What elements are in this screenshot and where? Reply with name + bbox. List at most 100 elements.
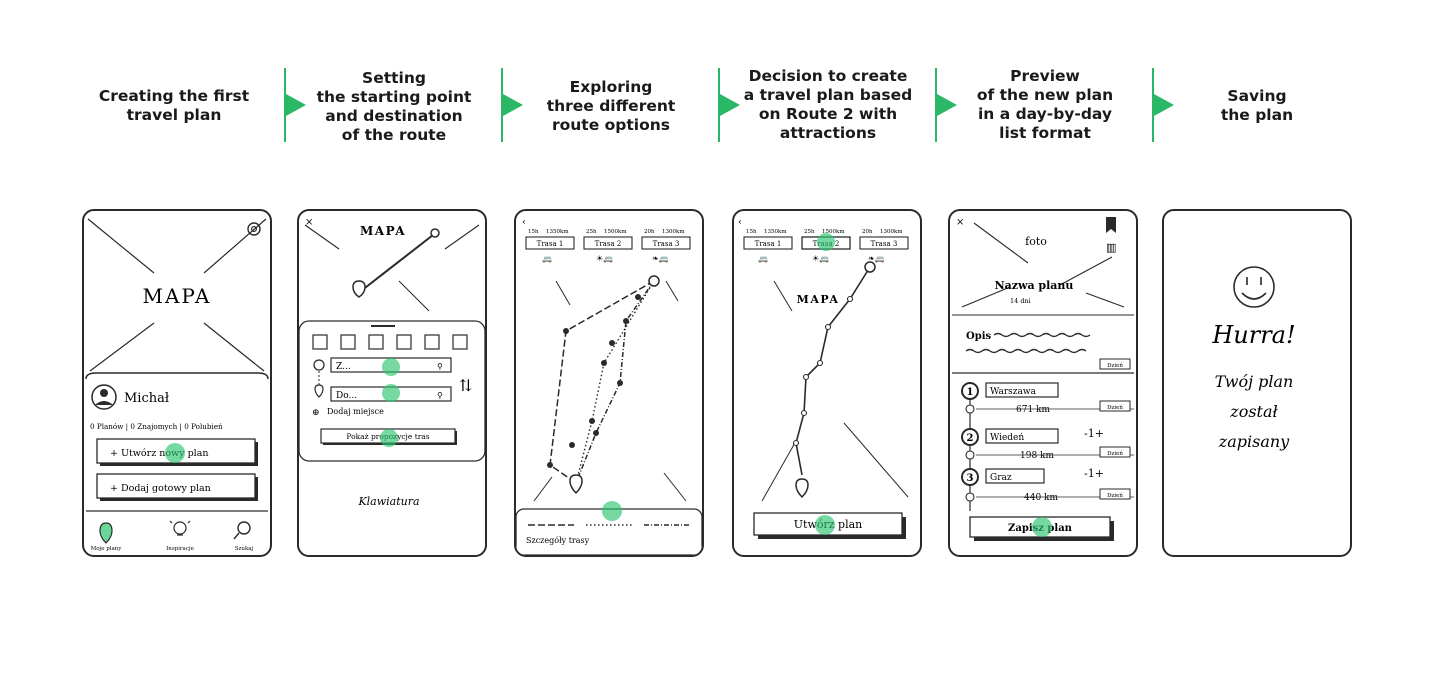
day-tag[interactable] [1099,446,1131,458]
wireframe-route-options-drawing: ‹ 15h 1350km Trasa 1 25h 1500km Trasa 2 … [516,217,702,555]
day-tag[interactable] [1099,400,1131,412]
nav-search[interactable]: Szukaj [233,521,254,552]
route-tab-3[interactable]: 20h 1300km Trasa 3 [859,229,909,250]
route-3-time: 20h [644,229,655,235]
save-plan-button[interactable]: Zapisz plan [969,516,1114,541]
create-plan-button[interactable]: Utwórz plan [753,512,906,539]
panel-border [85,372,269,380]
map-cross-line [773,280,793,312]
sun-car-icon: ☀🚐 [596,254,613,263]
route-tab-2[interactable]: 25h 1500km Trasa 2 [801,229,851,251]
map-cross-line [203,218,267,274]
route-1-line [549,280,655,484]
stop-2-day-stepper[interactable]: -1+ [1084,427,1104,440]
hotel-icon[interactable] [340,334,356,350]
stop-2-number: 2 [967,433,974,444]
map-cross-line [304,224,340,250]
show-routes-button[interactable]: Pokaż propozycje tras [320,428,457,447]
start-point-icon [313,359,325,371]
segment-marker [965,492,975,502]
camp-icon[interactable] [368,334,384,350]
map-cross-line [761,440,797,502]
cafe-icon[interactable] [452,334,468,350]
route-1-time: 15h [746,229,757,235]
close-icon[interactable]: × [305,217,313,228]
car-icon[interactable] [396,334,412,350]
day-tag[interactable] [1099,488,1131,500]
map-pin-icon [314,384,324,398]
route-3-time: 20h [862,229,873,235]
swap-icon[interactable]: ⇅ [459,376,472,395]
back-icon[interactable]: ‹ [522,217,526,228]
saved-text-line3: został [1229,402,1278,421]
route-stops [792,295,854,447]
day-tag-label: Dzień [1107,362,1123,369]
nav-my-plans[interactable]: Moje plany [91,522,123,552]
tap-indicator [380,429,398,447]
divider-4 [935,68,937,142]
restaurant-icon[interactable] [424,334,440,350]
map-pin-icon [352,280,366,298]
stop-1[interactable]: 1 Warszawa [961,382,1059,400]
map-cross-line [398,280,430,312]
route-2-distance: 1500km [604,229,627,235]
to-input[interactable]: Do... ⚲ [330,384,452,402]
bookmark-icon[interactable] [1106,217,1116,233]
create-plan-button[interactable]: + Utwórz nowy plan [96,438,258,466]
step-title-1: Creating the first travel plan [98,87,250,124]
back-icon[interactable]: ‹ [738,217,742,228]
segment-marker [965,450,975,460]
stop-3-day-stepper[interactable]: -1+ [1084,467,1104,480]
stop-3-city: Graz [990,473,1012,483]
wireframe-route-input: × MAPA Z... ⚲ Do... [297,209,487,557]
stop-1-number: 1 [967,387,974,398]
step-title-6: Saving the plan [1220,87,1294,124]
tap-indicator [165,443,185,463]
route-tab-3[interactable]: 20h 1300km Trasa 3 [641,229,691,250]
route-tab-2[interactable]: 25h 1500km Trasa 2 [583,229,633,250]
stop-3[interactable]: 3 Graz -1+ [961,467,1104,486]
map-label: MAPA [360,224,406,238]
step-title-3: Exploring three different route options [546,78,676,134]
wireframe-route-options: ‹ 15h 1350km Trasa 1 25h 1500km Trasa 2 … [514,209,704,557]
distance-1: 671 km [1016,405,1050,415]
wireframe-home-drawing: MAPA Michał 0 Planów | 0 Znajomych | 0 P… [85,218,269,552]
route-2-time: 25h [586,229,597,235]
map-label: MAPA [797,293,840,306]
map-cross-line [203,322,265,372]
day-tag[interactable] [1099,358,1131,370]
nav-inspirations[interactable]: Inspiracje [166,520,194,552]
wireframe-home: MAPA Michał 0 Planów | 0 Znajomych | 0 P… [82,209,272,557]
start-marker [864,261,876,273]
route-2-line [795,266,871,476]
map-pin-icon [569,474,583,495]
add-place-link[interactable]: Dodaj miejsce [327,407,384,416]
divider-1 [284,68,286,142]
stop-2[interactable]: 2 Wiedeń -1+ [961,427,1104,446]
tap-indicator [382,358,400,376]
description-label: Opis [966,331,992,342]
add-ready-plan-button[interactable]: + Dodaj gotowy plan [96,473,258,501]
route-tab-1[interactable]: 15h 1350km Trasa 1 [525,229,575,250]
wireframe-plan-saved: Hurra! Twój plan został zapisany [1162,209,1352,557]
close-icon[interactable]: × [956,217,964,228]
gear-icon[interactable] [247,222,261,236]
route-2-line [575,280,655,484]
map-cross-line [843,422,909,498]
route-tab-1[interactable]: 15h 1350km Trasa 1 [743,229,793,250]
sun-car-icon: ☀🚐 [812,254,829,263]
tap-indicator [817,233,835,251]
tap-indicator [382,384,400,402]
from-input[interactable]: Z... ⚲ [330,357,452,376]
route-3-line [575,280,655,484]
add-icon[interactable]: ⊕ [312,408,320,418]
map-icon[interactable]: ▥ [1106,241,1116,254]
route-2-time: 25h [804,229,815,235]
map-label: MAPA [143,284,212,308]
hurray-text: Hurra! [1211,321,1295,349]
route-1-distance: 1350km [764,229,787,235]
arrow-1-icon [286,94,306,116]
route-1-distance: 1350km [546,229,569,235]
parking-icon[interactable] [312,334,328,350]
category-icons [312,334,468,350]
